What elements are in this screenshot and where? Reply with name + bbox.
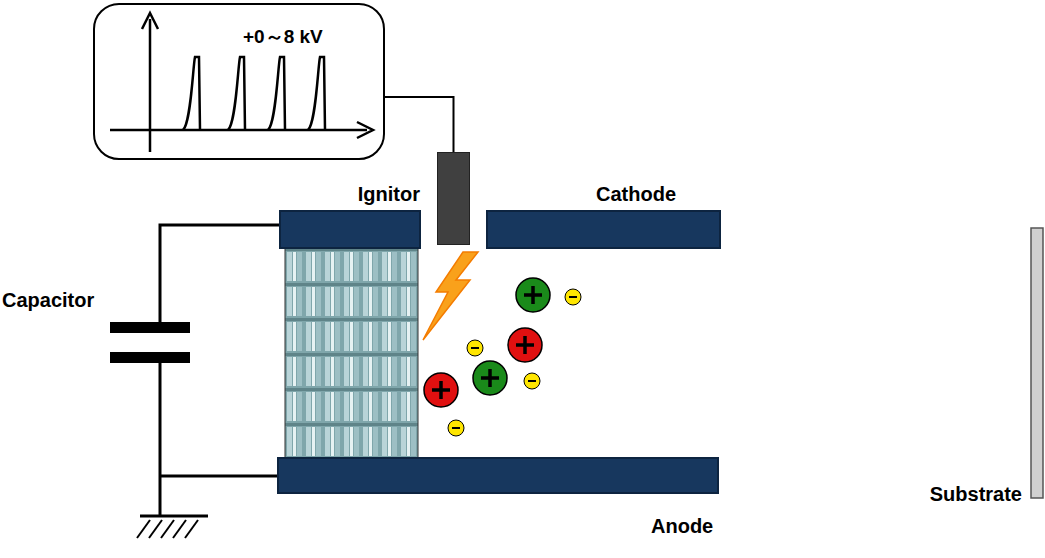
spark <box>423 252 478 340</box>
voltage-label: +0～8 kV <box>243 24 323 50</box>
cathode-label: Cathode <box>596 183 676 206</box>
pulse-box: +0～8 kV <box>93 3 385 160</box>
anode-label: Anode <box>651 515 713 538</box>
ground-symbol <box>137 516 208 538</box>
cathode-bar <box>280 211 420 248</box>
ignitor: Ignitor <box>437 152 470 245</box>
cathode-bar <box>487 211 720 248</box>
ignitor-label: Ignitor <box>358 183 420 206</box>
pulse-graph <box>95 5 383 158</box>
capacitor-symbol <box>110 322 190 363</box>
electron <box>448 289 581 436</box>
capacitor-label: Capacitor <box>2 289 94 312</box>
wire <box>160 225 281 516</box>
cathode-target <box>285 248 418 458</box>
substrate-label: Substrate <box>930 483 1022 506</box>
wire <box>385 97 454 152</box>
anode-bar <box>278 458 718 493</box>
substrate-plate <box>1031 228 1043 498</box>
ion <box>424 278 550 407</box>
plus-sign <box>432 286 542 399</box>
